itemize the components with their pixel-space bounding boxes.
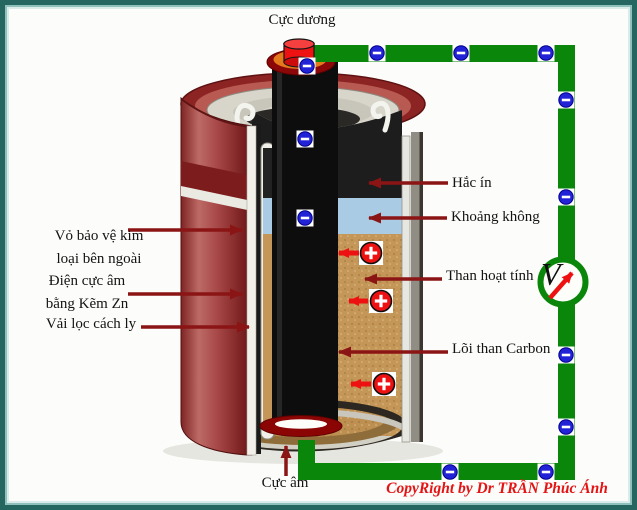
wire-right-lower-segment	[558, 303, 575, 480]
positive-ion-icon	[368, 288, 394, 314]
label-zinc-electrode: Điện cực âm bằng Kẽm Zn	[27, 270, 147, 315]
electron-icon	[298, 57, 316, 75]
label-air-gap: Khoảng không	[451, 209, 540, 225]
electron-icon	[537, 44, 555, 62]
label-separator-cloth: Vải lọc cách ly	[45, 316, 137, 332]
crimp-tab-left	[234, 103, 256, 135]
electron-icon	[296, 209, 314, 227]
label-outer-case: Vỏ bảo vệ kim loại bên ngoài	[32, 225, 166, 270]
negative-terminal-plate	[259, 415, 343, 437]
wire-top-segment	[312, 45, 575, 62]
label-positive-terminal: Cực dương	[268, 12, 336, 28]
outer-metal-casing	[180, 96, 257, 456]
label-outer-case-line1: Vỏ bảo vệ kim	[54, 228, 144, 244]
label-tar: Hắc ín	[452, 175, 492, 191]
electron-icon	[368, 44, 386, 62]
electron-icon	[537, 463, 555, 481]
ion-motion-arrows	[338, 248, 371, 389]
carbon-rod	[272, 62, 338, 422]
label-activated-carbon: Than hoạt tính	[446, 268, 534, 284]
separator-cloth-left	[252, 124, 275, 454]
zinc-can-wall-right	[401, 132, 423, 443]
electron-icon	[296, 130, 314, 148]
electron-icon	[441, 463, 459, 481]
electron-icon	[557, 91, 575, 109]
label-zinc-electrode-line2: bằng Kẽm Zn	[45, 295, 129, 312]
positive-ion-icon	[371, 371, 397, 397]
label-zinc-electrode-line1: Điện cực âm	[48, 273, 126, 289]
wire-right-upper-segment	[558, 45, 575, 261]
positive-ion-icon	[358, 240, 384, 266]
label-negative-terminal: Cực âm	[261, 475, 309, 491]
label-carbon-core: Lõi than Carbon	[452, 341, 551, 357]
label-outer-case-line2: loại bên ngoài	[56, 250, 142, 267]
wire-bottom-segment	[298, 463, 575, 480]
voltmeter	[537, 256, 589, 308]
copyright-text: CopyRight by Dr TRẦN Phúc Ánh	[386, 480, 608, 497]
electron-icon	[557, 346, 575, 364]
wire-stub-segment	[298, 440, 315, 466]
voltmeter-needle	[548, 271, 574, 300]
crimp-tab-right	[370, 101, 391, 133]
positive-cap-button	[283, 38, 315, 68]
voltmeter-letter: V	[541, 256, 561, 292]
electron-icon	[557, 418, 575, 436]
electron-icon	[557, 188, 575, 206]
electron-icon	[452, 44, 470, 62]
pointer-arrows	[128, 177, 448, 476]
